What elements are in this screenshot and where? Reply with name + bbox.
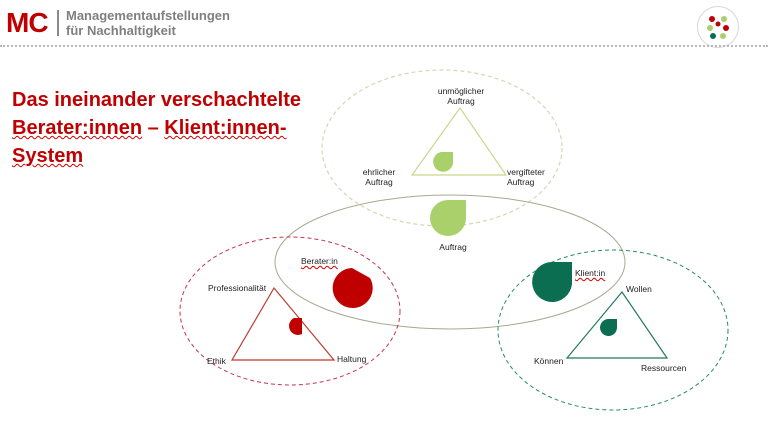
logo-mark: MC bbox=[6, 7, 49, 38]
logo-text-line2: für Nachhaltigkeit bbox=[66, 23, 176, 38]
label-ehrlicher-auftrag: ehrlicher Auftrag bbox=[350, 167, 408, 187]
triangle-auftrag bbox=[410, 106, 508, 176]
triangle-klient bbox=[565, 291, 669, 359]
title-line3: System bbox=[12, 145, 84, 167]
label-unmoeglicher-line2: Auftrag bbox=[447, 96, 475, 106]
badge-graphic bbox=[707, 16, 729, 39]
drop-top-small bbox=[433, 152, 454, 172]
drop-klient bbox=[532, 262, 573, 302]
label-ehrlicher-line2: Auftrag bbox=[365, 177, 393, 187]
label-vergifteter-line2: Auftrag bbox=[507, 177, 535, 187]
label-vergifteter-line1: vergifteter bbox=[507, 167, 545, 177]
label-unmoeglicher-line1: unmöglicher bbox=[437, 86, 485, 96]
label-ehrlicher-line1: ehrlicher bbox=[362, 167, 396, 177]
label-professionalitaet: Professionalität bbox=[208, 283, 267, 293]
label-haltung: Haltung bbox=[337, 354, 367, 364]
logo-text: Managementaufstellungen für Nachhaltigke… bbox=[66, 8, 230, 38]
label-auftrag: Auftrag bbox=[439, 242, 467, 252]
title-dash: – bbox=[142, 117, 165, 139]
title-line2: Berater:innen – Klient:innen- bbox=[12, 114, 301, 142]
drop-klient-small bbox=[600, 319, 618, 336]
logo-text-line1: Managementaufstellungen bbox=[66, 8, 230, 23]
label-koennen: Können bbox=[534, 356, 564, 366]
drop-auftrag-large bbox=[430, 200, 466, 236]
label-ethik: Ethik bbox=[207, 356, 226, 366]
label-wollen: Wollen bbox=[626, 284, 652, 294]
slide-title: Das ineinander verschachtelte Berater:in… bbox=[12, 86, 301, 170]
label-klient: Klient:in bbox=[575, 268, 606, 278]
label-vergifteter-auftrag: vergifteter Auftrag bbox=[507, 167, 567, 187]
logo-divider bbox=[57, 10, 59, 36]
header-divider bbox=[0, 45, 768, 47]
ellipse-berater-system bbox=[179, 236, 401, 386]
title-berater: Berater:innen bbox=[12, 117, 143, 139]
triangle-berater bbox=[230, 286, 336, 361]
ellipse-klient-system bbox=[497, 249, 729, 411]
drop-berater bbox=[332, 268, 373, 308]
ellipse-auftrag bbox=[274, 194, 626, 330]
label-unmoeglicher-auftrag: unmöglicher Auftrag bbox=[426, 86, 496, 106]
label-ressourcen: Ressourcen bbox=[641, 363, 687, 373]
label-berater: Berater:in bbox=[301, 256, 338, 266]
header: MC Managementaufstellungen für Nachhalti… bbox=[0, 0, 768, 48]
drop-berater-small bbox=[289, 318, 302, 335]
title-line1: Das ineinander verschachtelte bbox=[12, 89, 302, 111]
title-klient: Klient:innen- bbox=[164, 117, 287, 139]
badge-icon bbox=[697, 6, 739, 48]
